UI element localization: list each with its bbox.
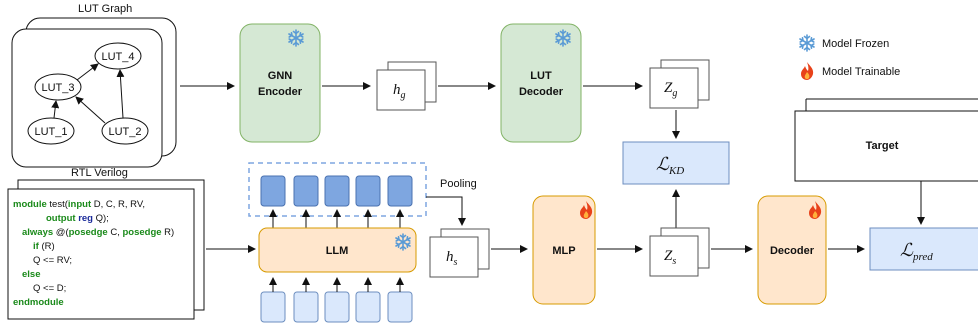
svg-text:GNN: GNN (268, 70, 293, 82)
hg-embedding: hg (376, 61, 437, 111)
svg-text:Encoder: Encoder (258, 86, 303, 98)
svg-text:MLP: MLP (552, 245, 575, 257)
svg-text:Model Trainable: Model Trainable (822, 66, 900, 78)
svg-text:hg: hg (393, 82, 406, 101)
legend: Model Frozen Model Trainable (799, 34, 900, 80)
node-lut4-label: LUT_4 (101, 51, 134, 63)
lut-graph-title: LUT Graph (78, 3, 132, 15)
target-box: Target (794, 98, 978, 182)
llm-block: LLM (258, 209, 417, 273)
decoder-block: Decoder (757, 195, 827, 305)
node-lut2-label: LUT_2 (108, 126, 141, 138)
svg-text:Zg: Zg (664, 80, 677, 99)
zg-embedding: Zg (649, 59, 710, 109)
svg-text:LLM: LLM (326, 245, 349, 257)
svg-text:Q <= RV;: Q <= RV; (33, 255, 72, 266)
svg-text:ℒpred: ℒpred (900, 240, 933, 263)
svg-text:Model Frozen: Model Frozen (822, 38, 889, 50)
svg-text:endmodule: endmodule (13, 297, 64, 308)
svg-text:Target: Target (866, 140, 899, 152)
node-lut1-label: LUT_1 (34, 126, 67, 138)
svg-text:if (R): if (R) (33, 241, 55, 252)
svg-text:hs: hs (446, 249, 458, 268)
node-lut3 (34, 73, 82, 101)
svg-text:RTL Verilog: RTL Verilog (71, 167, 128, 179)
lkd-loss: ℒKD (622, 141, 730, 185)
lut-decoder: LUT Decoder (500, 23, 582, 143)
gnn-encoder: GNN Encoder (239, 23, 321, 143)
svg-text:Zs: Zs (664, 248, 676, 267)
lpred-loss: ℒpred (869, 227, 978, 271)
llm-input-tokens (260, 277, 413, 323)
hs-embedding: hs (429, 228, 490, 278)
svg-text:always @(posedge C, posedge R): always @(posedge C, posedge R) (22, 227, 174, 238)
svg-text:output reg Q);: output reg Q); (46, 213, 109, 224)
node-lut2 (101, 117, 149, 145)
snowflake-icon (799, 34, 815, 52)
node-lut1 (27, 117, 75, 145)
pooling-label: Pooling (440, 178, 477, 190)
svg-text:LUT: LUT (530, 70, 552, 82)
rtl-verilog: RTL Verilog module test(input D, C, R, R… (7, 167, 205, 320)
zs-embedding: Zs (649, 227, 710, 277)
node-lut3-label: LUT_3 (41, 82, 74, 94)
lut-graph: LUT Graph LUT_4 LUT_3 LUT_1 LUT_2 (11, 3, 177, 168)
svg-text:Decoder: Decoder (519, 86, 564, 98)
llm-output-tokens (248, 162, 427, 217)
mlp-block: MLP (532, 195, 596, 305)
svg-text:Decoder: Decoder (770, 245, 815, 257)
svg-text:else: else (22, 269, 41, 280)
svg-text:ℒKD: ℒKD (656, 154, 684, 177)
svg-text:module test(input D, C, R, RV,: module test(input D, C, R, RV, (13, 199, 145, 210)
svg-text:Q <= D;: Q <= D; (33, 283, 66, 294)
fire-icon (801, 62, 814, 80)
node-lut4 (94, 42, 142, 70)
